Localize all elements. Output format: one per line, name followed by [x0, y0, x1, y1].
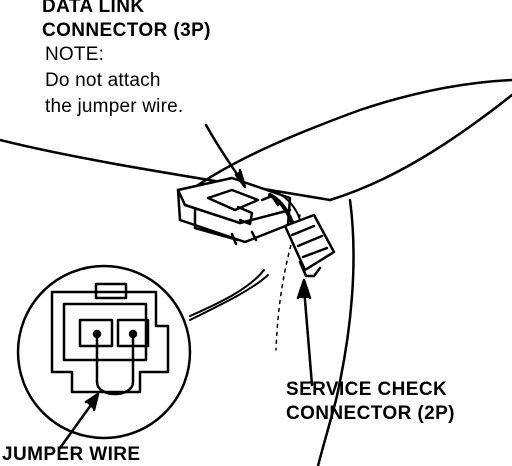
data-link-connector-title-line1: DATA LINK — [42, 0, 145, 17]
note-heading: NOTE: — [45, 44, 105, 65]
service-check-leader-arrow — [296, 278, 314, 387]
jumper-wire — [95, 332, 135, 396]
service-check-connector-label-line2: CONNECTOR (2P) — [286, 403, 455, 424]
note-text-line1: Do not attach — [45, 70, 161, 91]
connector-detail-callout — [16, 264, 269, 440]
data-link-leader-arrow — [204, 123, 247, 189]
note-text-line2: the jumper wire. — [45, 96, 184, 117]
jumper-wire-label: JUMPER WIRE — [2, 444, 141, 465]
dashboard-panel — [0, 78, 512, 466]
service-check-connector-2p — [268, 191, 336, 278]
data-link-connector-title-line2: CONNECTOR (3P) — [42, 20, 211, 41]
data-link-connector-3p — [176, 176, 292, 246]
service-check-connector-label-line1: SERVICE CHECK — [286, 379, 448, 400]
jumper-wire-leader-arrow — [58, 392, 100, 450]
